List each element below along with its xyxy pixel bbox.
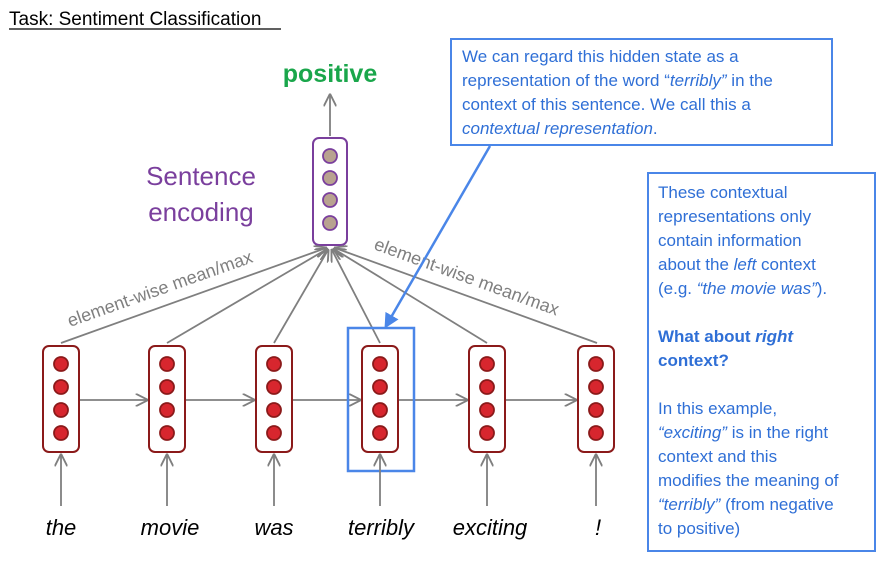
task-title: Task: Sentiment Classification xyxy=(9,9,261,30)
word-was: was xyxy=(254,515,293,540)
sentence-encoding-label-line2: encoding xyxy=(148,197,254,227)
callout-top-line: representation of the word “terribly” in… xyxy=(462,71,773,90)
word-terribly: terribly xyxy=(348,515,416,540)
pool-label-right: element-wise mean/max xyxy=(372,234,562,320)
encoding-unit xyxy=(322,148,338,164)
pool-arrow-exclaim xyxy=(335,248,598,344)
hidden-state-exciting xyxy=(468,345,506,453)
encoding-unit xyxy=(322,215,338,231)
encoding-unit xyxy=(322,170,338,186)
callout-top-line: We can regard this hidden state as a xyxy=(462,47,739,66)
pool-arrow-was xyxy=(273,250,328,344)
callout-top-line: contextual representation. xyxy=(462,119,658,138)
callout-top-line: context of this sentence. We call this a xyxy=(462,95,751,114)
encoding-unit xyxy=(322,192,338,208)
word-exciting: exciting xyxy=(453,515,528,540)
pool-arrow-movie xyxy=(166,249,327,344)
hidden-state-exclaim xyxy=(577,345,615,453)
callout-right: These contextual representations only co… xyxy=(647,172,876,552)
sentence-encoding-label-line1: Sentence xyxy=(146,161,256,191)
right-context-question: What about right xyxy=(658,327,794,346)
pool-arrow-the xyxy=(60,248,326,344)
callout-top: We can regard this hidden state as a rep… xyxy=(450,38,833,146)
sentence-encoding-vector xyxy=(312,137,348,246)
word-exclaim: ! xyxy=(595,515,601,540)
hidden-state-was xyxy=(255,345,293,453)
pool-arrow-exciting xyxy=(334,249,488,344)
highlight-box xyxy=(346,326,416,473)
hidden-state-terribly xyxy=(361,345,399,453)
callout-pointer-arrow xyxy=(384,145,492,329)
hidden-state-the xyxy=(42,345,80,453)
word-movie: movie xyxy=(141,515,200,540)
word-the: the xyxy=(46,515,77,540)
output-label: positive xyxy=(283,60,378,88)
pool-label-left: element-wise mean/max xyxy=(65,247,256,331)
hidden-state-movie xyxy=(148,345,186,453)
